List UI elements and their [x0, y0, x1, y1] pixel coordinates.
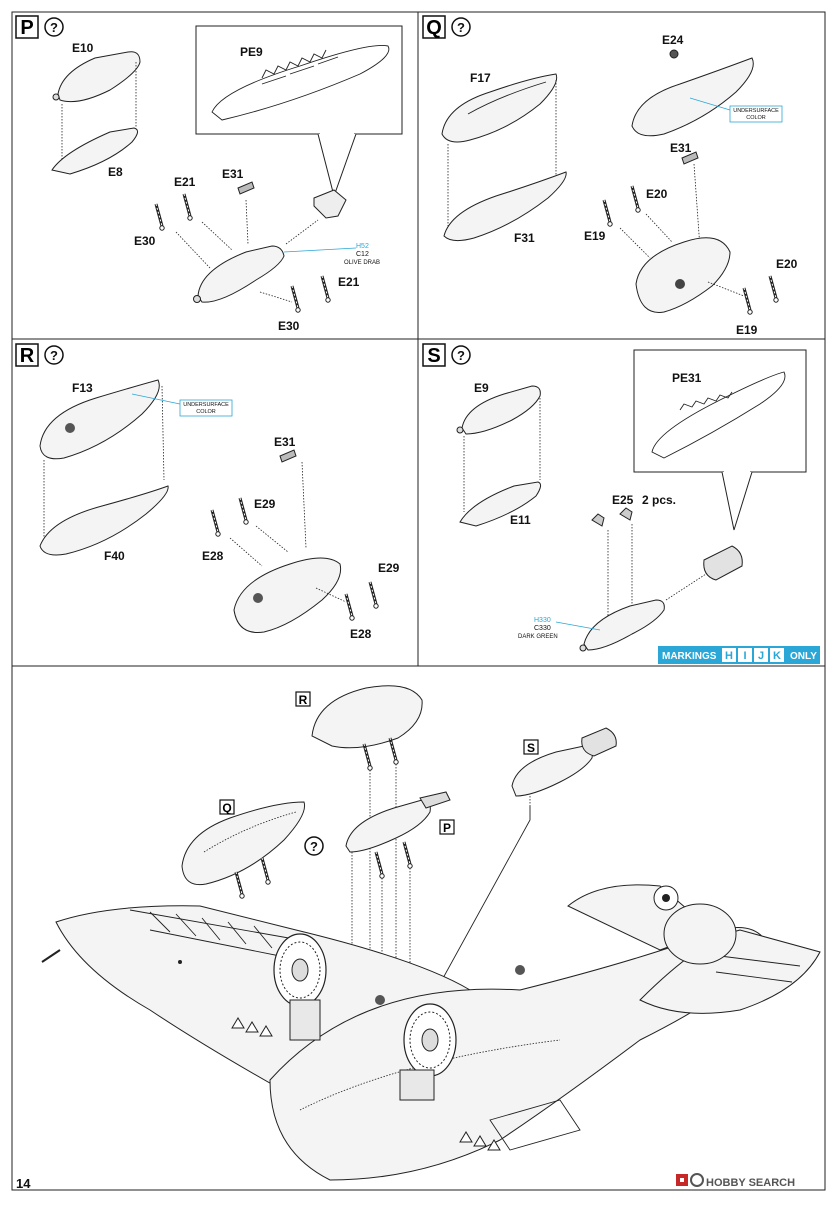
part-label: PE31	[672, 371, 702, 385]
part-label: E19	[584, 229, 606, 243]
drop-tank-r-lower	[39, 485, 169, 556]
question-circle-icon	[304, 836, 324, 856]
tank-q-assembly	[181, 801, 306, 886]
part-label: F40	[104, 549, 125, 563]
step-r-letter: R	[20, 345, 35, 367]
color-callout-text: COLOR	[746, 115, 766, 121]
part-label: E28	[202, 549, 224, 563]
part-label: E10	[72, 41, 94, 55]
marking-letter: J	[758, 650, 764, 662]
color-code: H330	[534, 617, 551, 624]
drop-tank-final	[635, 237, 731, 313]
marking-letter: H	[725, 650, 733, 662]
question-circle-icon	[44, 345, 64, 365]
step-q-box	[422, 15, 446, 39]
question-circle-icon	[451, 345, 471, 365]
bomb-s-lower	[459, 481, 542, 527]
part-label: F31	[514, 231, 535, 245]
part-label: E20	[776, 257, 798, 271]
marking-letter: I	[743, 650, 746, 662]
photo-etch-outline	[211, 45, 390, 121]
drop-tank-upper	[441, 73, 558, 143]
bomb-p-assembly	[345, 799, 431, 853]
assembly-label-r: R	[299, 693, 308, 707]
markings-label: MARKINGS	[662, 651, 717, 662]
part-label: E31	[670, 141, 692, 155]
part-label: E30	[134, 234, 156, 248]
drop-tank-lower	[443, 171, 567, 242]
landing-gear-right	[399, 1003, 457, 1101]
assembly-panel: R S Q P	[41, 685, 821, 1181]
part-label: E20	[646, 187, 668, 201]
step-q-letter: Q	[426, 17, 442, 39]
step-r-panel: R F13 UNDERSURFACE COLOR F40 E31 E29 E28…	[15, 343, 400, 641]
part-label: 2 pcs.	[642, 493, 676, 507]
bomb-half-lower	[51, 127, 138, 175]
bomb-assembled	[197, 245, 285, 303]
drop-tank-r-assembled	[233, 557, 342, 634]
part-label: E21	[338, 275, 360, 289]
step-p-box	[15, 15, 39, 39]
color-name: OLIVE DRAB	[344, 260, 380, 266]
color-callout-text: UNDERSURFACE	[183, 402, 229, 408]
step-s-panel: S E9 E11 PE31 E25 2 pcs. H330 C330 DARK …	[422, 343, 820, 664]
page-number: 14	[16, 1176, 31, 1191]
question-circle-icon	[451, 17, 471, 37]
part-label: E11	[510, 513, 531, 527]
cowling	[663, 903, 737, 965]
color-code: C12	[356, 251, 369, 258]
part-label: E31	[274, 435, 296, 449]
color-callout-text: UNDERSURFACE	[733, 108, 779, 114]
part-label: E30	[278, 319, 300, 333]
part-label: E25	[612, 493, 634, 507]
landing-gear-left	[273, 933, 327, 1041]
assembly-label-p: P	[443, 821, 451, 835]
part-label: F17	[470, 71, 491, 85]
color-callout-text: COLOR	[196, 409, 216, 415]
drop-tank-assembled	[631, 57, 754, 137]
part-label: E29	[254, 497, 276, 511]
color-name: DARK GREEN	[518, 634, 558, 640]
photo-etch-outline	[651, 371, 786, 459]
part-label: PE9	[240, 45, 263, 59]
color-code: C330	[534, 625, 551, 632]
marking-letter: K	[773, 650, 781, 662]
assembly-label-s: S	[527, 741, 535, 755]
step-p-letter: P	[20, 17, 33, 39]
bomb-s-upper	[461, 385, 541, 435]
bomb-fin	[703, 545, 743, 581]
color-code: H52	[356, 243, 369, 250]
part-label: F13	[72, 381, 93, 395]
markings-suffix: ONLY	[790, 651, 817, 662]
step-p-panel: P E10 E8 PE9 E21 E31 E30 H52 C12 OLIVE D…	[15, 15, 403, 333]
assembly-label-q: Q	[222, 801, 231, 815]
watermark-text: HOBBY SEARCH	[706, 1177, 795, 1189]
part-label: E24	[662, 33, 684, 47]
bomb-half-upper	[57, 51, 141, 103]
hobby-search-logo-icon	[676, 1173, 704, 1187]
question-circle-icon	[44, 17, 64, 37]
part-label: E8	[108, 165, 123, 179]
detail-inset-box	[195, 25, 403, 135]
detail-inset-box	[633, 349, 807, 473]
part-label: E31	[222, 167, 244, 181]
markings-badge: MARKINGS H I J K ONLY	[658, 646, 820, 664]
part-label: E19	[736, 323, 758, 337]
part-label: E21	[174, 175, 196, 189]
tank-r-assembly	[311, 685, 423, 749]
bomb-s-assembly	[511, 745, 593, 797]
step-s-box	[422, 343, 446, 367]
part-label: E28	[350, 627, 372, 641]
step-r-box	[15, 343, 39, 367]
part-label: E9	[474, 381, 489, 395]
drop-tank-r-upper	[39, 379, 160, 460]
step-q-panel: Q F17 F31 E24 UNDERSURFACE COLOR E31 E20…	[422, 15, 798, 337]
step-s-letter: S	[427, 345, 440, 367]
part-label: E29	[378, 561, 400, 575]
bomb-s-assembled	[583, 599, 665, 651]
